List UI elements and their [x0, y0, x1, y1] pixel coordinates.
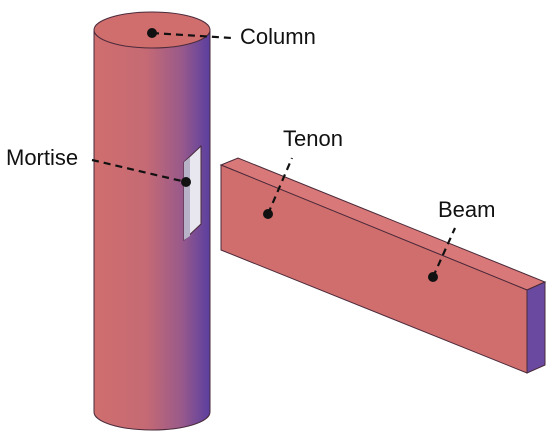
mortise-dot — [181, 177, 191, 187]
tenon-dot — [263, 209, 273, 219]
beam — [219, 157, 547, 374]
beam-label: Beam — [438, 197, 495, 222]
column-dot — [147, 28, 157, 38]
beam-leader — [431, 227, 457, 278]
beam-dot — [428, 272, 438, 282]
tenon-label: Tenon — [283, 126, 343, 151]
mortise-slot-side — [184, 157, 190, 240]
beam-end-face — [526, 281, 546, 374]
mortise-leader — [91, 158, 187, 184]
column-leader — [151, 31, 233, 40]
column-label: Column — [240, 24, 316, 49]
column — [93, 11, 211, 431]
mortise-slot — [183, 144, 202, 242]
tenon-leader — [266, 157, 294, 215]
column-body — [93, 29, 211, 431]
mortise-label: Mortise — [6, 145, 78, 170]
